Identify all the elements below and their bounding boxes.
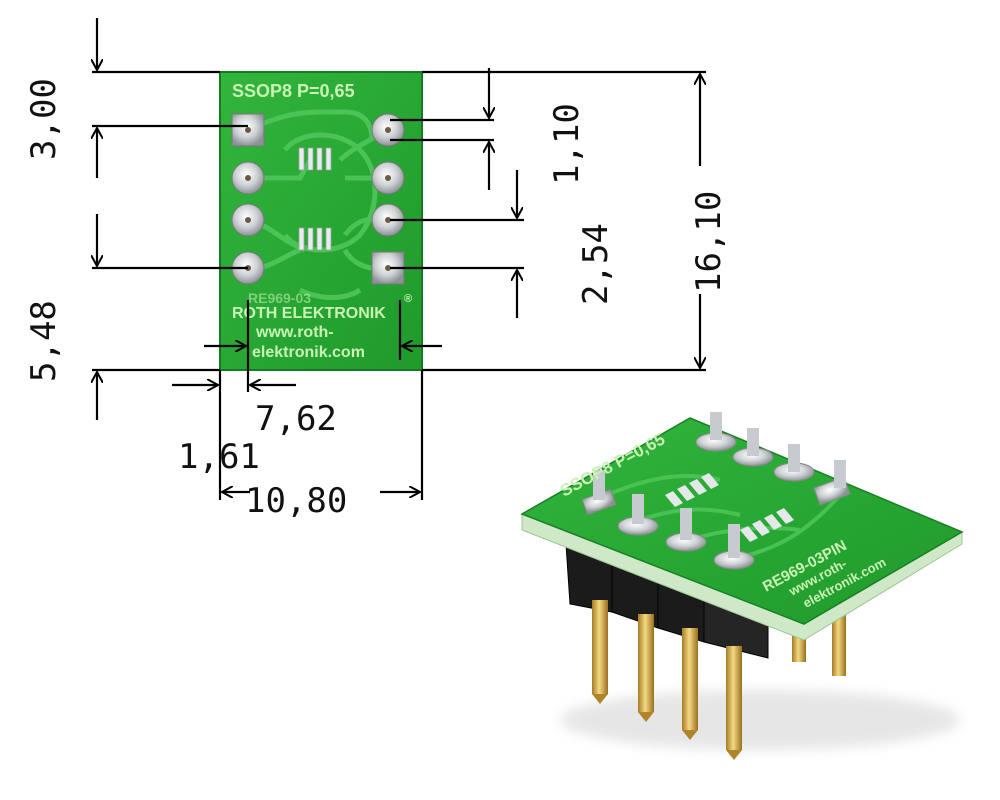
dim-top-offset: 3,00 xyxy=(24,78,64,160)
dim-edge-offset: 1,61 xyxy=(178,437,260,477)
photo-solder-back xyxy=(695,412,851,506)
dim-pin-pitch: 2,54 xyxy=(576,223,616,305)
pin xyxy=(592,600,608,694)
photo-ic-pads xyxy=(665,473,794,542)
dim-bottom-offset: 5,48 xyxy=(24,300,64,382)
dim-pad-height: 1,10 xyxy=(547,103,587,185)
pin xyxy=(726,646,742,750)
adapter-photo: SSOP8 P=0,65 RE969-03PIN www.roth- elekt… xyxy=(520,412,964,760)
top-view-board: SSOP8 P=0,65 RE969-03 ROTH ELEKTRONIK ® … xyxy=(219,71,423,371)
front-pins xyxy=(592,600,742,760)
dimension-labels: 3,00 5,48 1,10 2,54 16,10 7,62 1,61 10,8… xyxy=(24,78,729,521)
board-registered: ® xyxy=(404,293,412,305)
pin-pads xyxy=(231,113,405,285)
board-top-label: SSOP8 P=0,65 xyxy=(232,81,355,101)
ic-footprint xyxy=(298,147,332,251)
photo-shadow xyxy=(560,690,960,750)
pin xyxy=(682,628,698,730)
dim-row-spacing: 7,62 xyxy=(255,399,337,439)
board-url-1: www.roth- xyxy=(255,324,334,341)
board-url-2: elektronik.com xyxy=(252,344,365,361)
dim-total-height: 16,10 xyxy=(689,191,729,293)
pin xyxy=(638,614,654,712)
board-brand: ROTH ELEKTRONIK xyxy=(232,305,386,322)
dimension-lines xyxy=(92,18,706,500)
board-part-label: RE969-03 xyxy=(248,290,311,306)
photo-board-top xyxy=(520,417,964,625)
photo-solder-front xyxy=(581,470,755,570)
dim-total-width: 10,80 xyxy=(245,481,347,521)
